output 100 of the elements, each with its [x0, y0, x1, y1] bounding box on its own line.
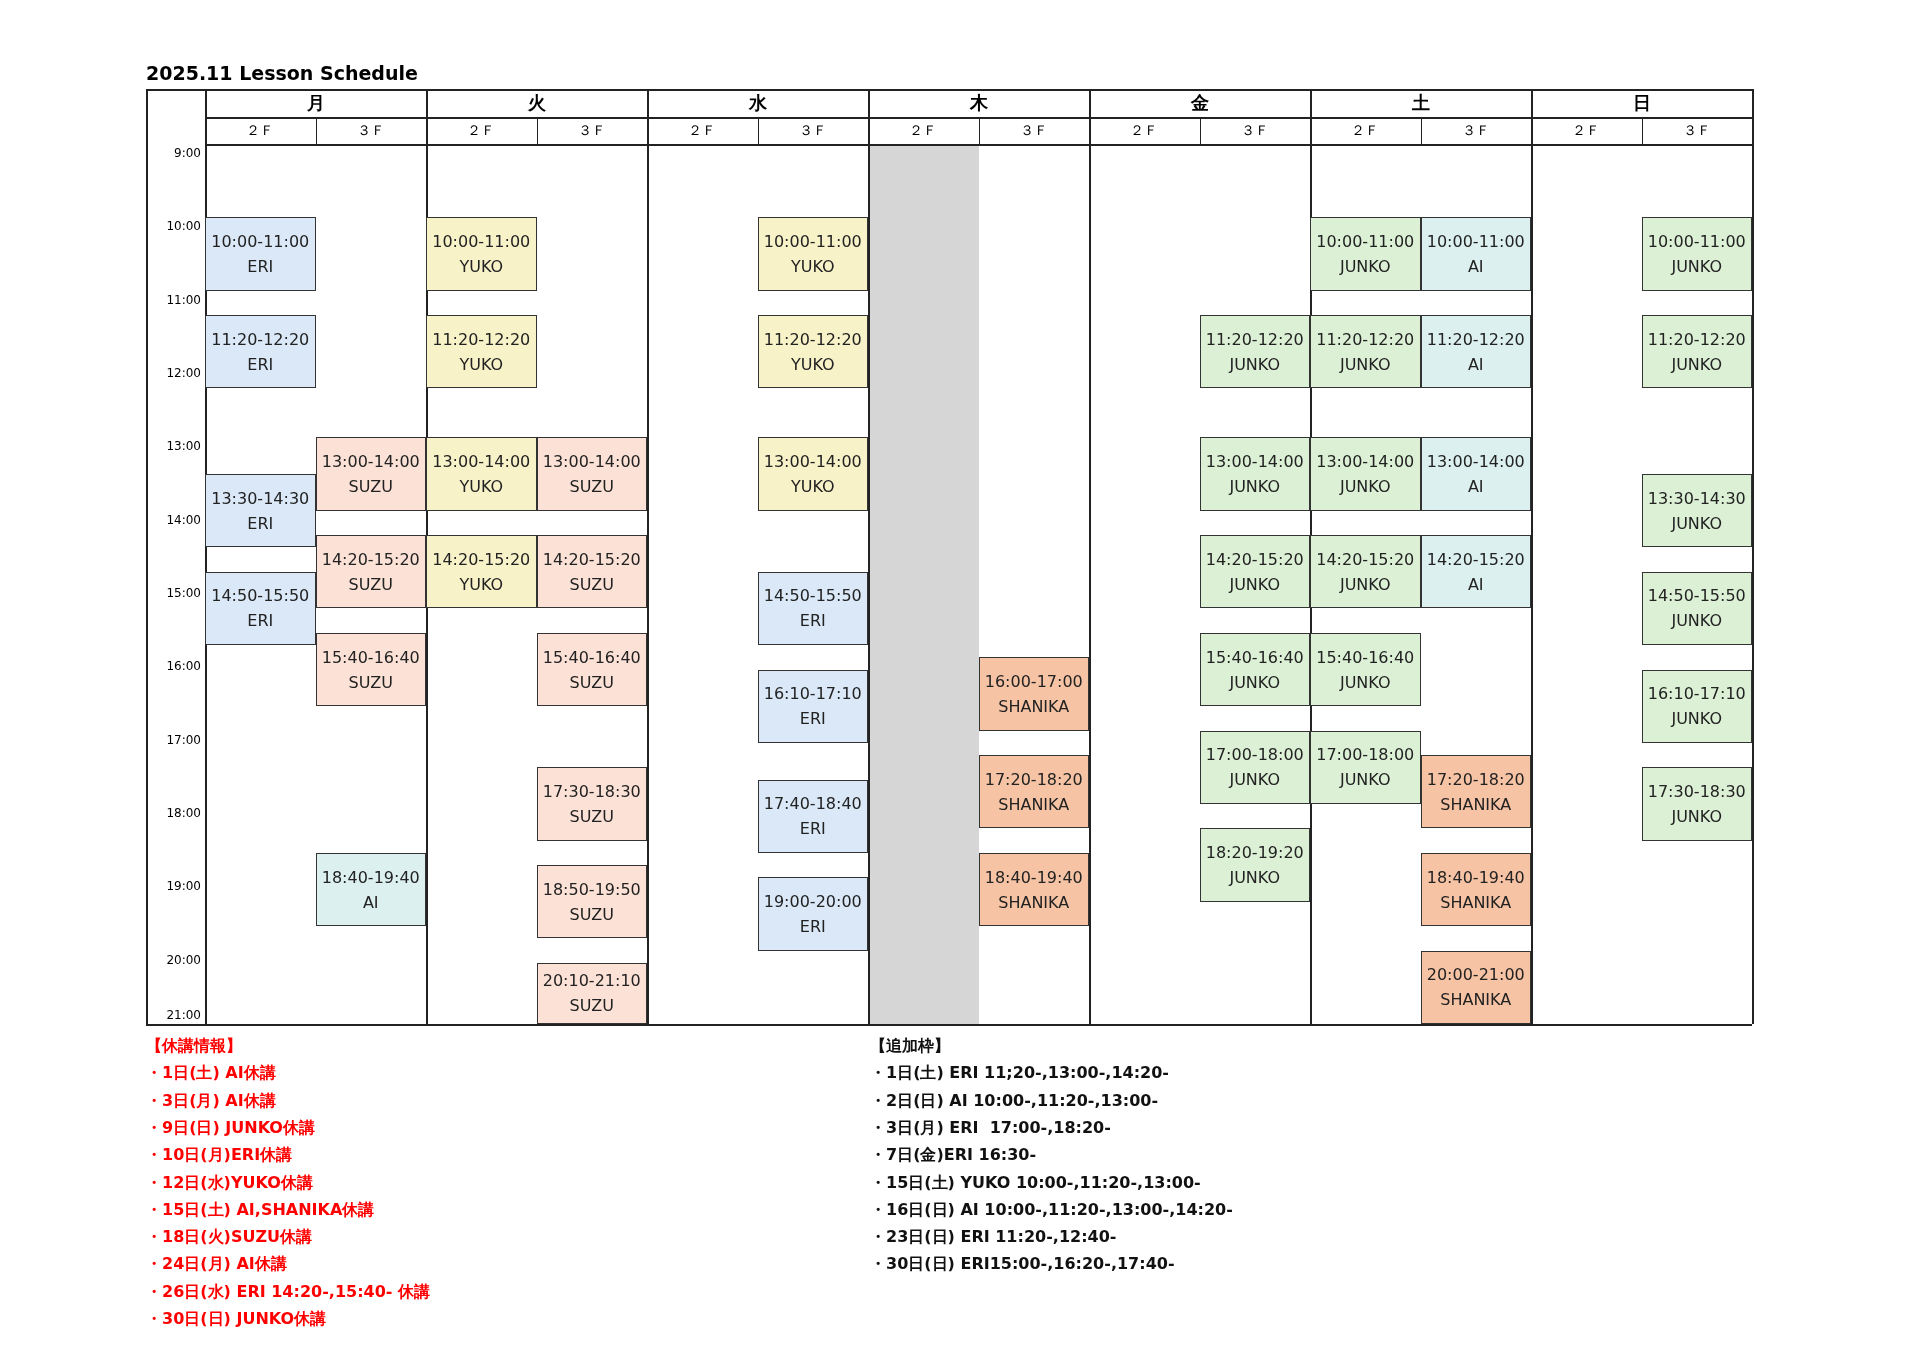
- lesson-time: 15:40-16:40: [1316, 647, 1415, 667]
- floor-header: ２Ｆ: [466, 120, 497, 140]
- lesson-block: [1420, 437, 1531, 511]
- lesson-block: [1641, 571, 1752, 646]
- lesson-block: [205, 315, 316, 389]
- instructor-name: JUNKO: [1671, 611, 1723, 631]
- instructor-name: SUZU: [569, 672, 614, 692]
- lesson-time: 17:30-18:30: [542, 782, 641, 801]
- lesson-block: [1641, 315, 1752, 389]
- lesson-time: 13:30-14:30: [1647, 488, 1746, 508]
- instructor-name: YUKO: [790, 477, 835, 496]
- lesson-time: 14:50-15:50: [211, 586, 310, 606]
- lesson-time: 20:10-21:10: [542, 971, 641, 991]
- lesson-time: 15:40-16:40: [321, 647, 420, 667]
- lesson-block: [1310, 217, 1421, 291]
- time-label: 17:00: [165, 732, 201, 747]
- day-header: 金: [1189, 91, 1210, 115]
- instructor-name: SHANIKA: [1440, 794, 1512, 814]
- lesson-block: [315, 632, 426, 707]
- day-header: 火: [526, 91, 547, 115]
- note-line: ・12日(水)YUKO休講: [146, 1172, 313, 1194]
- lesson-block: [757, 217, 868, 291]
- floor-header: ２Ｆ: [1571, 120, 1602, 140]
- lesson-block: [978, 755, 1089, 829]
- lesson-time: 10:00-11:00: [1316, 232, 1415, 251]
- note-line: ・30日(日) ERI15:00-,16:20-,17:40-: [870, 1254, 1175, 1276]
- instructor-name: SUZU: [569, 574, 614, 594]
- lesson-block: [536, 535, 647, 609]
- lesson-block: [536, 767, 647, 841]
- day-header: 木: [968, 91, 989, 115]
- lesson-block: [757, 779, 868, 853]
- day-header: 月: [305, 91, 326, 115]
- floor-header: ３Ｆ: [1460, 120, 1491, 140]
- instructor-name: JUNKO: [1229, 354, 1281, 374]
- time-label: 14:00: [165, 512, 201, 527]
- lesson-block: [536, 962, 647, 1024]
- instructor-name: ERI: [799, 611, 826, 631]
- lesson-time: 13:30-14:30: [211, 488, 310, 508]
- lesson-block: [1199, 315, 1310, 389]
- instructor-name: JUNKO: [1229, 672, 1281, 692]
- day-header: 土: [1410, 91, 1431, 115]
- lesson-time: 20:00-21:00: [1426, 965, 1525, 985]
- lesson-time: 11:20-12:20: [432, 329, 531, 349]
- instructor-name: JUNKO: [1229, 770, 1281, 790]
- lesson-time: 17:30-18:30: [1647, 782, 1746, 801]
- lesson-time: 11:20-12:20: [1426, 329, 1525, 349]
- lesson-time: 17:00-18:00: [1316, 745, 1415, 765]
- lesson-block: [1310, 535, 1421, 609]
- floor-header: ２Ｆ: [245, 120, 276, 140]
- instructor-name: SHANIKA: [998, 794, 1070, 814]
- lesson-block: [978, 852, 1089, 927]
- floor-header: ３Ｆ: [576, 120, 607, 140]
- lesson-block: [1199, 632, 1310, 707]
- lesson-block: [205, 217, 316, 291]
- note-line: ・2日(日) AI 10:00-,11:20-,13:00-: [870, 1090, 1159, 1112]
- lesson-time: 13:00-14:00: [321, 452, 420, 471]
- lesson-block: [426, 437, 537, 511]
- section-heading: 【休講情報】: [146, 1036, 242, 1057]
- lesson-block: [536, 437, 647, 511]
- lesson-time: 18:40-19:40: [321, 867, 420, 887]
- lesson-time: 19:00-20:00: [763, 892, 862, 911]
- note-line: ・26日(水) ERI 14:20-,15:40- 休講: [146, 1281, 431, 1303]
- lesson-block: [1420, 755, 1531, 829]
- floor-header: ３Ｆ: [355, 120, 386, 140]
- instructor-name: YUKO: [790, 354, 835, 374]
- lesson-block: [1420, 852, 1531, 927]
- lesson-block: [1641, 669, 1752, 743]
- lesson-time: 10:00-11:00: [1426, 232, 1525, 251]
- note-line: ・9日(日) JUNKO休講: [146, 1117, 315, 1139]
- floor-header: ２Ｆ: [1129, 120, 1160, 140]
- instructor-name: ERI: [247, 513, 274, 533]
- instructor-name: SUZU: [569, 477, 614, 496]
- lesson-time: 17:00-18:00: [1205, 745, 1304, 765]
- note-line: ・1日(土) AI休講: [146, 1063, 276, 1085]
- lesson-block: [205, 474, 316, 548]
- lesson-time: 17:20-18:20: [984, 769, 1083, 789]
- lesson-time: 14:20-15:20: [1426, 549, 1525, 569]
- closed-column-shading: [868, 144, 979, 1024]
- lesson-block: [1641, 474, 1752, 548]
- lesson-block: [1420, 950, 1531, 1024]
- time-label: 9:00: [173, 146, 201, 160]
- lesson-time: 14:20-15:20: [321, 549, 420, 569]
- lesson-block: [315, 852, 426, 927]
- floor-header: ３Ｆ: [1018, 120, 1049, 140]
- instructor-name: JUNKO: [1671, 354, 1723, 374]
- note-line: ・3日(月) AI休講: [146, 1090, 276, 1112]
- lesson-block: [426, 217, 537, 291]
- lesson-block: [757, 315, 868, 389]
- lesson-time: 10:00-11:00: [763, 232, 862, 251]
- lesson-time: 14:50-15:50: [763, 586, 862, 606]
- instructor-name: AI: [1467, 257, 1484, 276]
- lesson-block: [978, 657, 1089, 731]
- floor-header: ２Ｆ: [687, 120, 718, 140]
- floor-header: ３Ｆ: [1239, 120, 1270, 140]
- lesson-time: 15:40-16:40: [1205, 647, 1304, 667]
- instructor-name: AI: [1467, 574, 1484, 594]
- instructor-name: SUZU: [348, 574, 393, 594]
- lesson-time: 11:20-12:20: [1205, 329, 1304, 349]
- lesson-block: [426, 315, 537, 389]
- lesson-block: [1641, 767, 1752, 841]
